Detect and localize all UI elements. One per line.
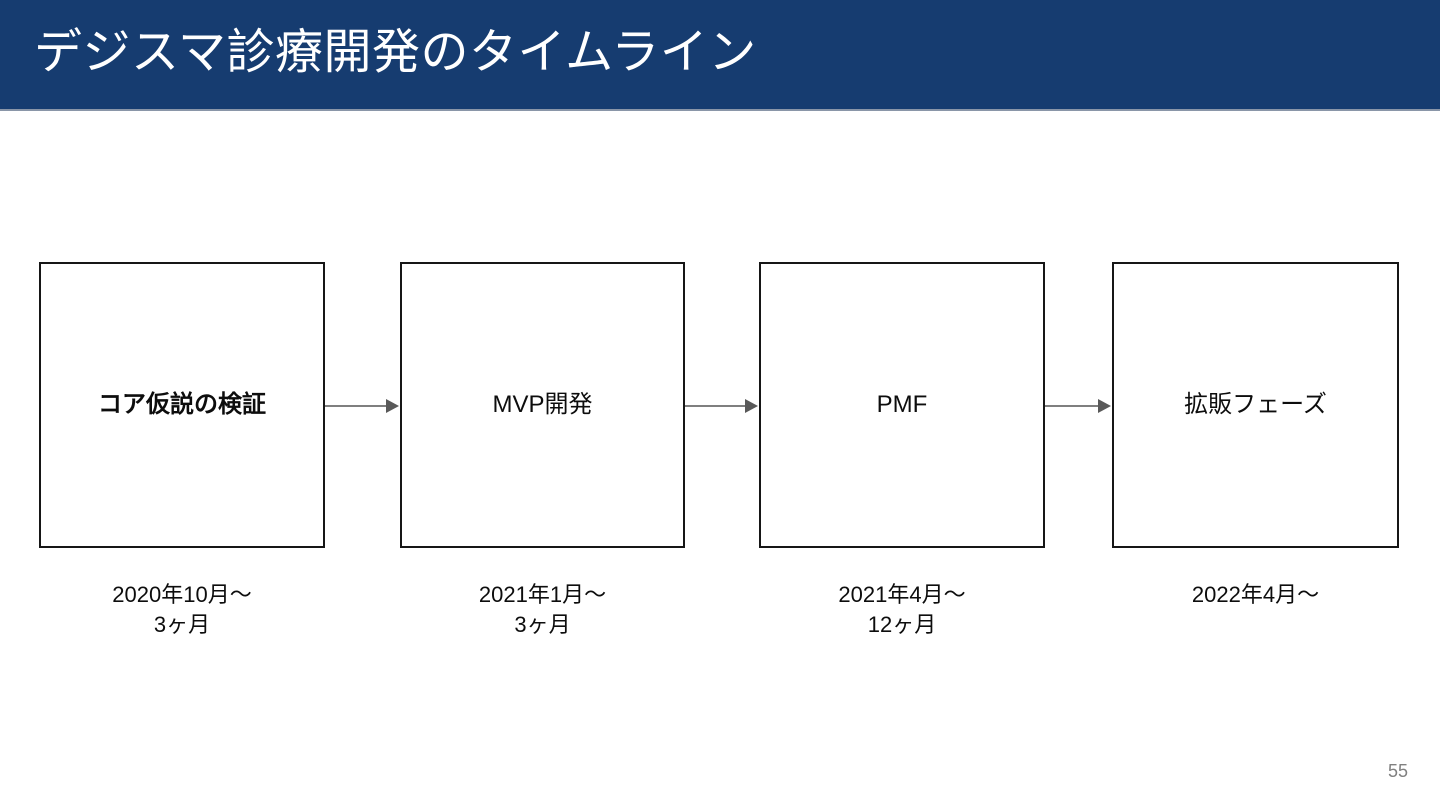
phase-caption-2: 2021年1月〜 3ヶ月 bbox=[400, 580, 685, 640]
phase-caption-1: 2020年10月〜 3ヶ月 bbox=[39, 580, 325, 640]
arrow-right-icon-2 bbox=[745, 399, 758, 413]
connector-arrow-2 bbox=[685, 396, 759, 416]
phase-date-4: 2022年4月〜 bbox=[1191, 582, 1320, 607]
arrow-right-icon-3 bbox=[1098, 399, 1111, 413]
connector-arrow-1 bbox=[325, 396, 400, 416]
title-band bbox=[0, 0, 1440, 109]
arrow-line-3 bbox=[1045, 405, 1099, 407]
phase-duration-3: 12ヶ月 bbox=[867, 612, 937, 637]
phase-box-1[interactable]: コア仮説の検証 bbox=[39, 262, 325, 548]
phase-box-4[interactable]: 拡販フェーズ bbox=[1112, 262, 1399, 548]
connector-arrow-3 bbox=[1045, 396, 1112, 416]
phase-date-1: 2020年10月〜 bbox=[112, 582, 252, 607]
phase-label-2: MVP開発 bbox=[492, 391, 593, 418]
phase-box-3[interactable]: PMF bbox=[759, 262, 1045, 548]
arrow-right-icon-1 bbox=[386, 399, 399, 413]
arrow-line-1 bbox=[325, 405, 387, 407]
phase-label-4: 拡販フェーズ bbox=[1184, 391, 1327, 418]
phase-caption-4: 2022年4月〜 bbox=[1112, 580, 1399, 610]
phase-date-2: 2021年1月〜 bbox=[478, 582, 607, 607]
page-number: 55 bbox=[1387, 761, 1408, 781]
page-title: デジスマ診療開発のタイムライン bbox=[34, 26, 757, 79]
title-band-divider bbox=[0, 109, 1440, 111]
phase-label-1: コア仮説の検証 bbox=[98, 391, 266, 418]
arrow-line-2 bbox=[685, 405, 746, 407]
phase-label-3: PMF bbox=[876, 391, 928, 418]
phase-caption-3: 2021年4月〜 12ヶ月 bbox=[759, 580, 1045, 640]
phase-duration-1: 3ヶ月 bbox=[153, 612, 211, 637]
phase-date-3: 2021年4月〜 bbox=[838, 582, 966, 607]
phase-box-2[interactable]: MVP開発 bbox=[400, 262, 685, 548]
phase-duration-2: 3ヶ月 bbox=[514, 612, 571, 637]
